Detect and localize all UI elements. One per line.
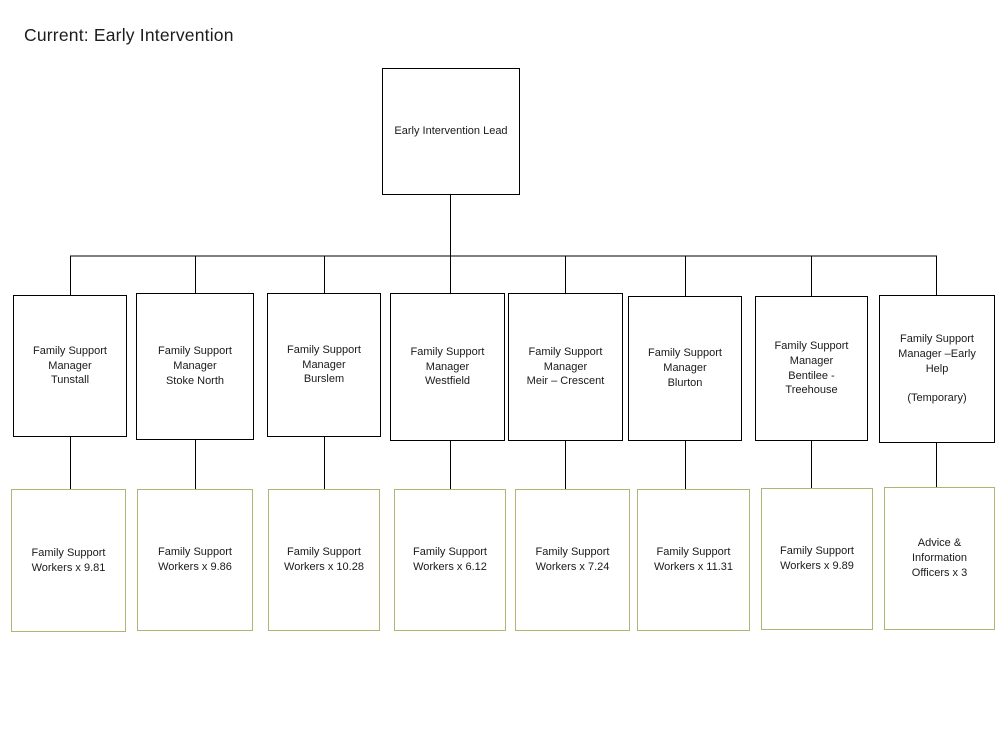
org-node-workers-westfield: Family Support Workers x 6.12 <box>394 489 506 631</box>
org-node-early-intervention-lead: Early Intervention Lead <box>382 68 520 195</box>
org-node-workers-burslem: Family Support Workers x 10.28 <box>268 489 380 631</box>
org-node-manager-early-help: Family Support Manager –Early Help (Temp… <box>879 295 995 443</box>
diagram-title: Current: Early Intervention <box>24 25 234 45</box>
org-node-manager-bentilee-treehouse: Family Support Manager Bentilee - Treeho… <box>755 296 868 441</box>
org-node-workers-tunstall: Family Support Workers x 9.81 <box>11 489 126 632</box>
org-node-workers-blurton: Family Support Workers x 11.31 <box>637 489 750 631</box>
org-node-workers-meir-crescent: Family Support Workers x 7.24 <box>515 489 630 631</box>
org-node-manager-meir-crescent: Family Support Manager Meir – Crescent <box>508 293 623 441</box>
org-node-workers-stoke-north: Family Support Workers x 9.86 <box>137 489 253 631</box>
org-node-manager-stoke-north: Family Support Manager Stoke North <box>136 293 254 440</box>
org-node-advice-information-officers: Advice & Information Officers x 3 <box>884 487 995 630</box>
org-node-manager-westfield: Family Support Manager Westfield <box>390 293 505 441</box>
org-node-manager-blurton: Family Support Manager Blurton <box>628 296 742 441</box>
org-node-manager-burslem: Family Support Manager Burslem <box>267 293 381 437</box>
org-node-manager-tunstall: Family Support Manager Tunstall <box>13 295 127 437</box>
org-node-workers-bentilee-treehouse: Family Support Workers x 9.89 <box>761 488 873 630</box>
